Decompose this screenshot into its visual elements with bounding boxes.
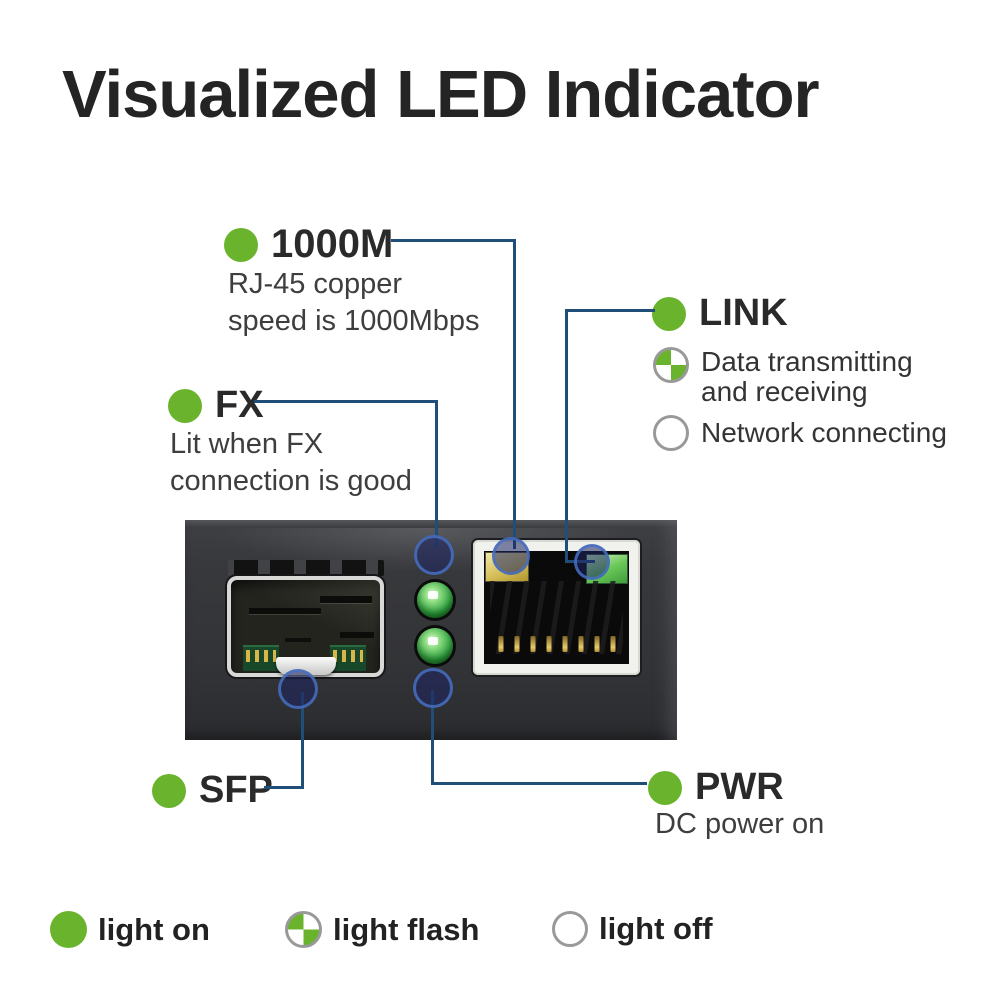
line-1000m-h	[391, 239, 516, 242]
sfp-cage-top-slots	[228, 560, 384, 576]
rj45-gold-pins	[498, 636, 615, 652]
callout-fx-desc: Lit when FX connection is good	[170, 426, 412, 500]
line-fx-h	[254, 400, 438, 403]
callout-1000m-desc-line1: RJ-45 copper	[228, 268, 403, 300]
link-flash-item: Data transmitting and receiving	[653, 347, 913, 407]
callout-sfp: SFP	[152, 769, 273, 812]
led-on-icon	[652, 296, 686, 331]
line-sfp-v	[301, 692, 304, 789]
legend-light-off-label: light off	[599, 911, 713, 946]
legend-light-off: light off	[552, 911, 713, 947]
callout-1000m: 1000M	[224, 222, 393, 267]
line-pwr-v	[431, 690, 434, 785]
led-on-icon	[152, 773, 186, 808]
fx-led	[417, 582, 453, 618]
line-link-h	[565, 309, 655, 312]
callout-link-label: LINK	[699, 292, 788, 334]
node-dot-sfp	[278, 669, 318, 709]
led-state-on-icon	[50, 911, 87, 948]
callout-1000m-label: 1000M	[271, 222, 394, 266]
led-off-icon	[653, 415, 689, 451]
led-on-icon	[168, 388, 202, 423]
callout-1000m-desc: RJ-45 copper speed is 1000Mbps	[228, 266, 480, 340]
callout-pwr: PWR	[648, 766, 784, 809]
link-off-item: Network connecting	[653, 415, 947, 451]
node-dot-pwr	[413, 668, 453, 708]
led-flash-icon	[653, 347, 689, 383]
legend-light-flash: light flash	[285, 911, 479, 948]
callout-1000m-desc-line2: speed is 1000Mbps	[228, 305, 480, 337]
callout-pwr-desc: DC power on	[655, 808, 825, 840]
page-title: Visualized LED Indicator	[62, 57, 820, 132]
link-off-text: Network connecting	[701, 417, 947, 448]
legend-light-on: light on	[50, 911, 210, 948]
sfp-detail	[320, 596, 372, 603]
callout-pwr-label: PWR	[695, 766, 784, 808]
callout-fx-desc-line1: Lit when FX	[170, 428, 324, 460]
line-link-v	[565, 309, 568, 563]
node-dot-fx	[414, 535, 454, 575]
line-1000m-v	[513, 239, 516, 549]
line-pwr-h	[431, 782, 647, 785]
node-dot-link	[574, 544, 610, 580]
link-flash-text-line1: Data transmitting	[701, 346, 913, 377]
legend-light-on-label: light on	[98, 911, 210, 947]
sfp-port	[227, 576, 384, 677]
sfp-detail	[340, 632, 374, 638]
callout-sfp-label: SFP	[199, 769, 273, 811]
legend-light-flash-label: light flash	[333, 911, 480, 947]
sfp-detail	[249, 608, 321, 614]
led-on-icon	[224, 227, 258, 262]
sfp-pcb-contacts-right	[330, 645, 366, 671]
pwr-led	[417, 628, 453, 664]
sfp-pcb-contacts-left	[243, 645, 279, 671]
led-state-flash-icon	[285, 911, 322, 948]
callout-fx-label: FX	[215, 384, 264, 426]
rj45-contact-ridges	[490, 581, 623, 654]
led-on-icon	[648, 770, 682, 805]
callout-fx: FX	[168, 384, 264, 427]
link-flash-text-line2: and receiving	[701, 376, 868, 407]
node-dot-1000m	[492, 537, 530, 575]
line-sfp-h	[264, 786, 304, 789]
link-flash-text: Data transmitting and receiving	[701, 347, 913, 407]
callout-link: LINK	[652, 292, 788, 335]
led-state-off-icon	[552, 911, 588, 947]
callout-fx-desc-line2: connection is good	[170, 465, 412, 497]
sfp-detail	[285, 638, 311, 642]
line-fx-v	[435, 400, 438, 548]
